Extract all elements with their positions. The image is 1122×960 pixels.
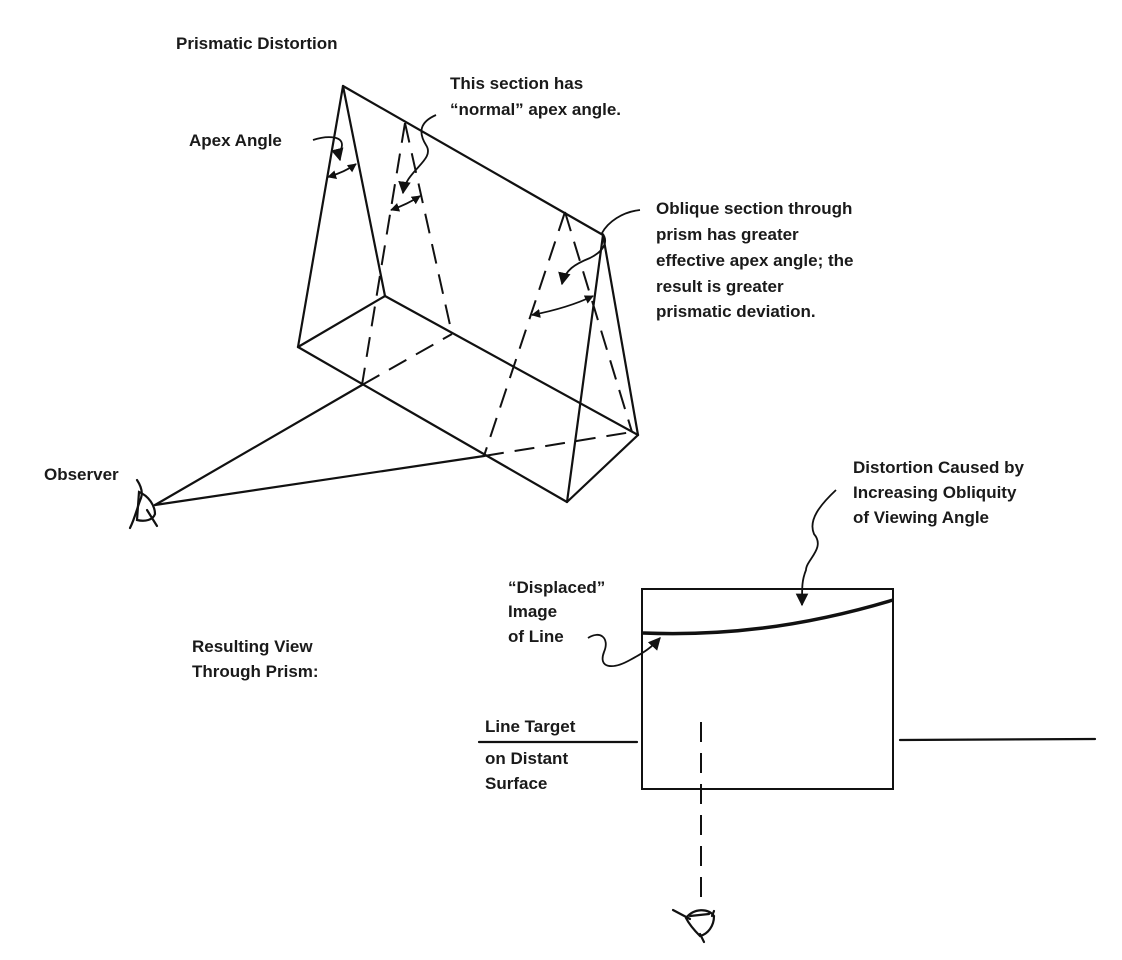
- diagram-title: Prismatic Distortion: [176, 34, 338, 53]
- svg-text:“normal” apex angle.: “normal” apex angle.: [450, 100, 621, 119]
- prism-ridge: [341, 84, 605, 237]
- apex-angle-arc-left: [327, 163, 357, 180]
- svg-text:Resulting View: Resulting View: [192, 637, 313, 656]
- displaced-line-image: [642, 598, 894, 636]
- svg-text:prismatic deviation.: prismatic deviation.: [656, 302, 816, 321]
- svg-text:on Distant: on Distant: [485, 749, 568, 768]
- prism: [296, 84, 640, 504]
- resulting-view-label: Resulting View Through Prism:: [192, 637, 319, 681]
- distortion-caused-label: Distortion Caused by Increasing Obliquit…: [853, 458, 1025, 527]
- prism-back-bottom-edge: [383, 294, 640, 437]
- svg-text:of Line: of Line: [508, 627, 564, 646]
- normal-section-leader: [398, 114, 437, 195]
- svg-text:Through Prism:: Through Prism:: [192, 662, 319, 681]
- eye-icon: [671, 908, 716, 944]
- eye-icon: [128, 478, 159, 530]
- prism-right-base-edge: [565, 433, 640, 504]
- oblique-section-label: Oblique section through prism has greate…: [656, 199, 853, 321]
- oblique-section-leader: [558, 209, 641, 286]
- line-target-right: [898, 737, 1097, 742]
- observer-label: Observer: [44, 465, 119, 484]
- apex-angle-leader: [312, 136, 344, 162]
- prism-left-back-edge: [341, 84, 387, 298]
- apex-angle-arc-oblique: [531, 295, 594, 318]
- svg-text:Image: Image: [508, 602, 557, 621]
- prism-right-back-edge: [601, 233, 640, 437]
- svg-text:prism has greater: prism has greater: [656, 225, 799, 244]
- svg-text:Surface: Surface: [485, 774, 547, 793]
- svg-text:effective apex angle; the: effective apex angle; the: [656, 251, 853, 270]
- apex-angle-label: Apex Angle: [189, 131, 282, 150]
- svg-text:Increasing Obliquity: Increasing Obliquity: [853, 483, 1017, 502]
- prism-front-bottom-edge: [296, 345, 569, 504]
- svg-text:“Displaced”: “Displaced”: [508, 578, 605, 597]
- prism-left-front-edge: [296, 84, 345, 349]
- prism-left-base-edge: [296, 294, 387, 349]
- oblique-section: [483, 211, 633, 457]
- svg-text:result is greater: result is greater: [656, 277, 784, 296]
- prism-view-frame: [641, 588, 894, 790]
- svg-text:Oblique section through: Oblique section through: [656, 199, 852, 218]
- line-target-label: Line Target on Distant Surface: [485, 717, 576, 793]
- svg-text:Line Target: Line Target: [485, 717, 576, 736]
- apex-angle-arc-normal: [390, 195, 421, 212]
- svg-text:Distortion Caused by: Distortion Caused by: [853, 458, 1025, 477]
- displaced-image-leader: [587, 633, 661, 667]
- normal-section-label: This section has “normal” apex angle.: [450, 74, 621, 119]
- normal-section: [361, 122, 453, 386]
- sight-line-oblique: [153, 454, 486, 507]
- displaced-image-label: “Displaced” Image of Line: [508, 578, 605, 646]
- distortion-leader: [795, 489, 837, 607]
- svg-text:of Viewing Angle: of Viewing Angle: [853, 508, 989, 527]
- prism-right-front-edge: [565, 233, 605, 504]
- sight-line-normal: [153, 383, 364, 507]
- svg-text:This section has: This section has: [450, 74, 583, 93]
